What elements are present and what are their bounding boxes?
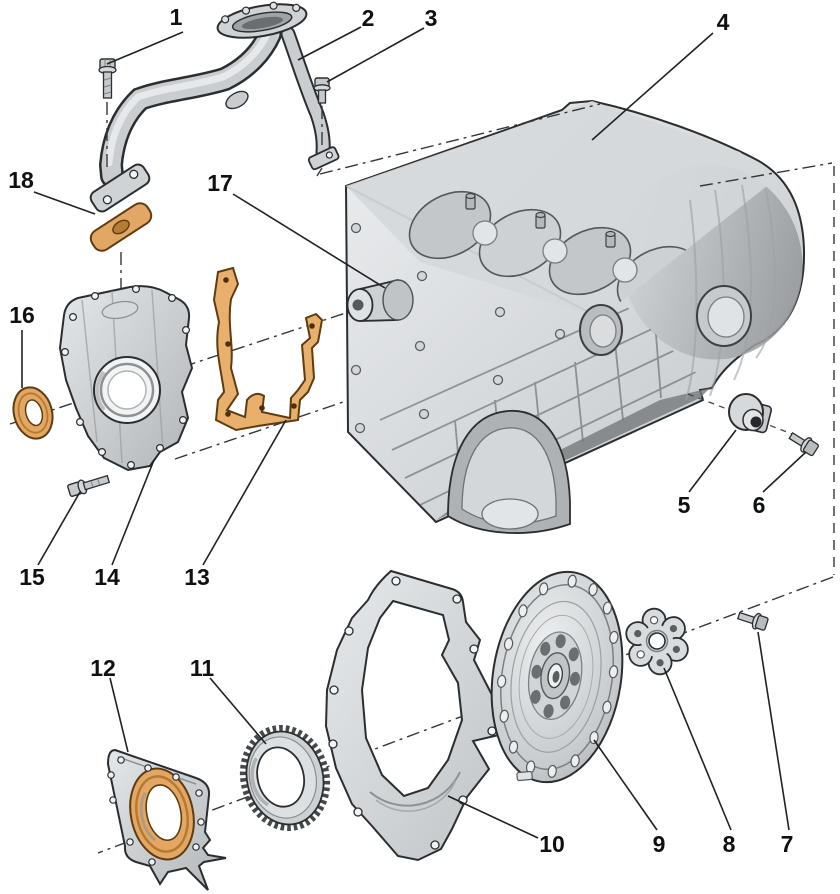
- part-intermediate-plate: [324, 569, 501, 862]
- pipe-brace-foot: [307, 146, 340, 171]
- callout-14-label: 14: [94, 564, 120, 590]
- leader-line-11: [209, 677, 267, 745]
- part-bolt-7: [736, 611, 769, 631]
- part-gasket-13: [212, 266, 324, 432]
- leader-line-8: [663, 667, 732, 831]
- callout-12-label: 12: [90, 655, 116, 681]
- pipe-top-flange: [216, 1, 308, 39]
- leader-line-2: [297, 26, 362, 61]
- pipe-mid-boss: [225, 90, 249, 110]
- leader-line-7: [757, 631, 790, 831]
- callout-17-label: 17: [207, 170, 233, 196]
- leader-line-6: [762, 451, 807, 493]
- cylinder-arch-opening: [447, 410, 571, 534]
- leader-line-15: [37, 491, 81, 566]
- part-bolt-6: [788, 431, 819, 457]
- leader-line-1: [106, 31, 184, 65]
- leader-line-10: [447, 795, 539, 839]
- callout-6-label: 6: [753, 492, 766, 518]
- axis-front-lower: [174, 398, 353, 460]
- callout-7-label: 7: [781, 831, 794, 857]
- callout-1-label: 1: [170, 4, 183, 30]
- part-oil-pipe-gasket: [89, 202, 153, 252]
- axis-top-right: [699, 162, 833, 187]
- callout-8-label: 8: [723, 831, 736, 857]
- callout-2-label: 2: [362, 5, 375, 31]
- leader-line-14: [111, 459, 155, 566]
- part-oil-suction-pipe: [89, 1, 340, 213]
- flange-bolt-holes: [107, 756, 205, 866]
- axis-top-diagonal: [319, 103, 601, 175]
- leader-line-9: [593, 739, 658, 831]
- callout-13-label: 13: [184, 564, 210, 590]
- callout-5-label: 5: [678, 492, 691, 518]
- callout-15-label: 15: [19, 564, 45, 590]
- leader-line-5: [688, 429, 737, 493]
- part-bolt-15: [67, 474, 111, 497]
- part-sealing-ring: [12, 386, 54, 440]
- flywheel-rim-holes: [496, 574, 619, 778]
- part-sealing-plug: [728, 393, 773, 434]
- part-flywheel: [490, 570, 624, 784]
- part-front-sealing-flange: [58, 285, 194, 472]
- leader-line-12: [109, 677, 129, 753]
- block-openings: [579, 285, 752, 356]
- crankshaft-oil-seal-rear: [129, 767, 195, 861]
- leader-lines: [21, 26, 807, 839]
- callout-3-label: 3: [425, 5, 438, 31]
- pipe-axes: [106, 102, 323, 296]
- callout-18-label: 18: [8, 167, 34, 193]
- part-hub-flange: [625, 607, 689, 676]
- callout-labels: 1 2 3 4 5 6 7 8 9 10 11 12 13 14 15 16 1…: [8, 4, 793, 857]
- part-cylinder-block: [344, 99, 806, 534]
- axis-front-flange: [9, 298, 389, 425]
- part-sensor-rotor-ring: [239, 724, 331, 832]
- leader-line-4: [591, 32, 714, 141]
- hub-lobe-holes: [634, 616, 680, 667]
- callout-4-label: 4: [717, 9, 730, 35]
- part-bolt-1: [98, 58, 117, 99]
- axis-corner-tick: [316, 167, 323, 177]
- gasket-bolt-holes: [223, 277, 315, 417]
- leader-line-18: [33, 191, 96, 215]
- plate-bolt-holes: [328, 576, 497, 850]
- callout-10-label: 10: [539, 831, 565, 857]
- flywheel-bolt-holes: [530, 634, 580, 719]
- pipe-foot-flange: [89, 163, 151, 213]
- front-flange-bolt-holes: [60, 285, 191, 470]
- part-rear-sealing-flange: [106, 748, 227, 891]
- leader-line-17: [232, 193, 386, 289]
- bearing-studs: [465, 192, 616, 248]
- part-bolt-3: [313, 77, 331, 104]
- leader-line-3: [326, 27, 425, 83]
- callout-9-label: 9: [653, 831, 666, 857]
- leader-line-13: [202, 419, 287, 566]
- callout-11-label: 11: [190, 655, 215, 681]
- crankshaft-front-journal: [346, 279, 414, 322]
- callout-16-label: 16: [9, 302, 35, 328]
